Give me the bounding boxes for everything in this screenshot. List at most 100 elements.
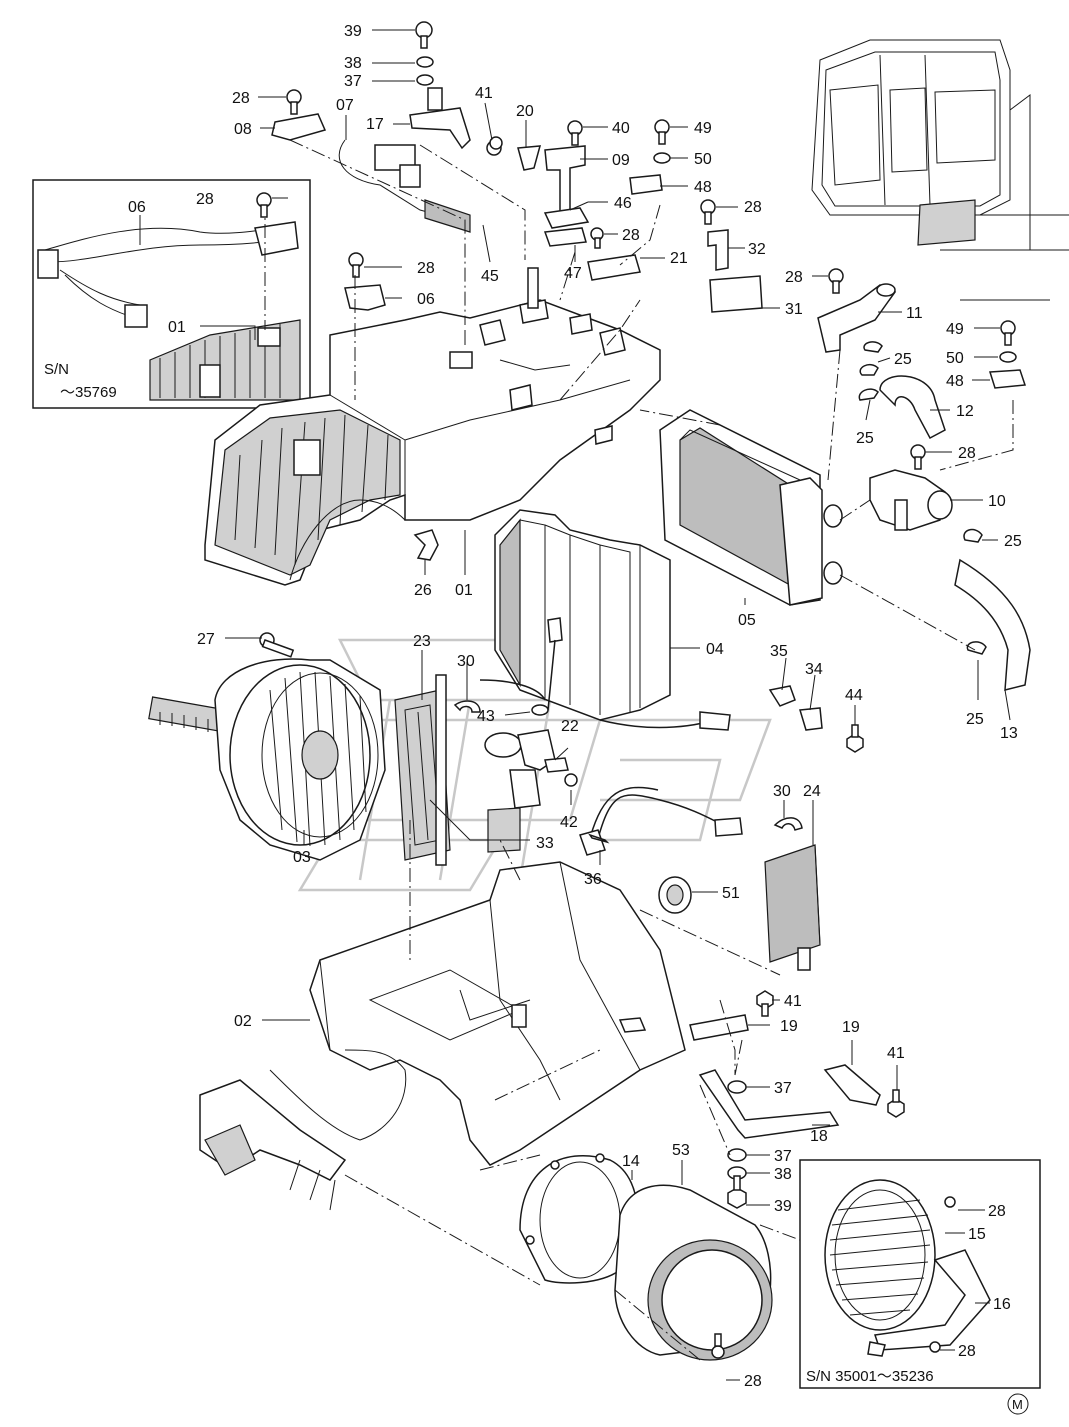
callout-41: 41 [475,85,493,102]
filter-23 [394,674,451,866]
callout-48: 48 [946,373,964,390]
callout-50: 50 [946,350,964,367]
filter-24 [764,844,821,971]
callout-37: 37 [774,1080,792,1097]
callout-28: 28 [196,191,214,208]
callout-43: 43 [477,708,495,725]
callout-41: 41 [887,1045,905,1062]
lower-case-02 [199,861,686,1211]
callout-39: 39 [774,1198,792,1215]
callout-12: 12 [956,403,974,420]
leader-lines [139,29,1011,1381]
callout-25: 25 [894,351,912,368]
callout-20: 20 [516,103,534,120]
callout-51: 51 [722,885,740,902]
callout-19: 19 [842,1019,860,1036]
callout-36: 36 [584,871,602,888]
callout-23: 23 [413,633,431,650]
callout-14: 14 [622,1153,640,1170]
callout-13: 13 [1000,725,1018,742]
callout-25: 25 [1004,533,1022,550]
expansion-valve-group [484,704,578,853]
callout-30: 30 [457,653,475,670]
blower-motor-03 [148,632,386,861]
callout-10: 10 [988,493,1006,510]
callout-01: 01 [168,319,186,336]
duct-53 [614,1184,773,1361]
callout-03: 03 [293,849,311,866]
callout-44: 44 [845,687,863,704]
callout-28: 28 [988,1203,1006,1220]
callout-21: 21 [670,250,688,267]
callout-22: 22 [561,718,579,735]
serial-note-top-line2: ～35769 [60,384,117,401]
callout-25: 25 [856,430,874,447]
callout-53: 53 [672,1142,690,1159]
callout-28: 28 [744,1373,762,1390]
callout-09: 09 [612,152,630,169]
callout-28: 28 [232,90,250,107]
callout-33: 33 [536,835,554,852]
callout-45: 45 [481,268,499,285]
callout-28: 28 [958,445,976,462]
callout-27: 27 [197,631,215,648]
callout-35: 35 [770,643,788,660]
callout-40: 40 [612,120,630,137]
callout-31: 31 [785,301,803,318]
inset-box-early-serial [32,179,311,409]
callout-06: 06 [417,291,435,308]
callout-04: 04 [706,641,724,658]
callout-49: 49 [946,321,964,338]
callout-26: 26 [414,582,432,599]
pipe-36 [579,786,743,856]
callout-46: 46 [614,195,632,212]
clip-26 [413,529,439,561]
callout-28: 28 [417,260,435,277]
callout-16: 16 [993,1296,1011,1313]
mark-m-text: M [1012,1397,1023,1412]
screw-set [256,21,1027,470]
callout-42: 42 [560,814,578,831]
callout-24: 24 [803,783,821,800]
callout-28: 28 [622,227,640,244]
callout-34: 34 [805,661,823,678]
callout-38: 38 [344,55,362,72]
inset-box-serial-range [799,1159,1041,1389]
evaporator-04 [479,509,731,731]
assembly-lines [289,139,1014,1361]
hoses-and-valve [817,283,1031,691]
callout-49: 49 [694,120,712,137]
callout-02: 02 [234,1013,252,1030]
callout-19: 19 [780,1018,798,1035]
callout-08: 08 [234,121,252,138]
callout-06: 06 [128,199,146,216]
callout-32: 32 [748,241,766,258]
callout-50: 50 [694,151,712,168]
callout-39: 39 [344,23,362,40]
callout-05: 05 [738,612,756,629]
callout-25: 25 [966,711,984,728]
callout-28: 28 [744,199,762,216]
callout-38: 38 [774,1166,792,1183]
lower-right-hardware [689,990,905,1209]
callout-37: 37 [344,73,362,90]
machine-cab-illustration [811,39,1069,301]
callout-28: 28 [958,1343,976,1360]
top-small-parts [271,87,471,233]
callout-30: 30 [773,783,791,800]
callout-37: 37 [774,1148,792,1165]
heater-core-05 [659,409,843,606]
serial-note-top-line1: S/N [44,361,69,378]
mark-m-symbol: M [1007,1393,1029,1415]
callout-47: 47 [564,265,582,282]
callout-48: 48 [694,179,712,196]
grommet-51 [658,876,692,914]
connector-06 [344,284,386,311]
callout-07: 07 [336,97,354,114]
callout-01: 01 [455,582,473,599]
upper-case-01 [204,299,661,586]
callout-11: 11 [906,305,923,322]
callout-15: 15 [968,1226,986,1243]
callout-18: 18 [810,1128,828,1145]
callout-labels: 39 38 37 28 07 41 20 08 17 40 49 09 50 4… [128,23,1022,1390]
